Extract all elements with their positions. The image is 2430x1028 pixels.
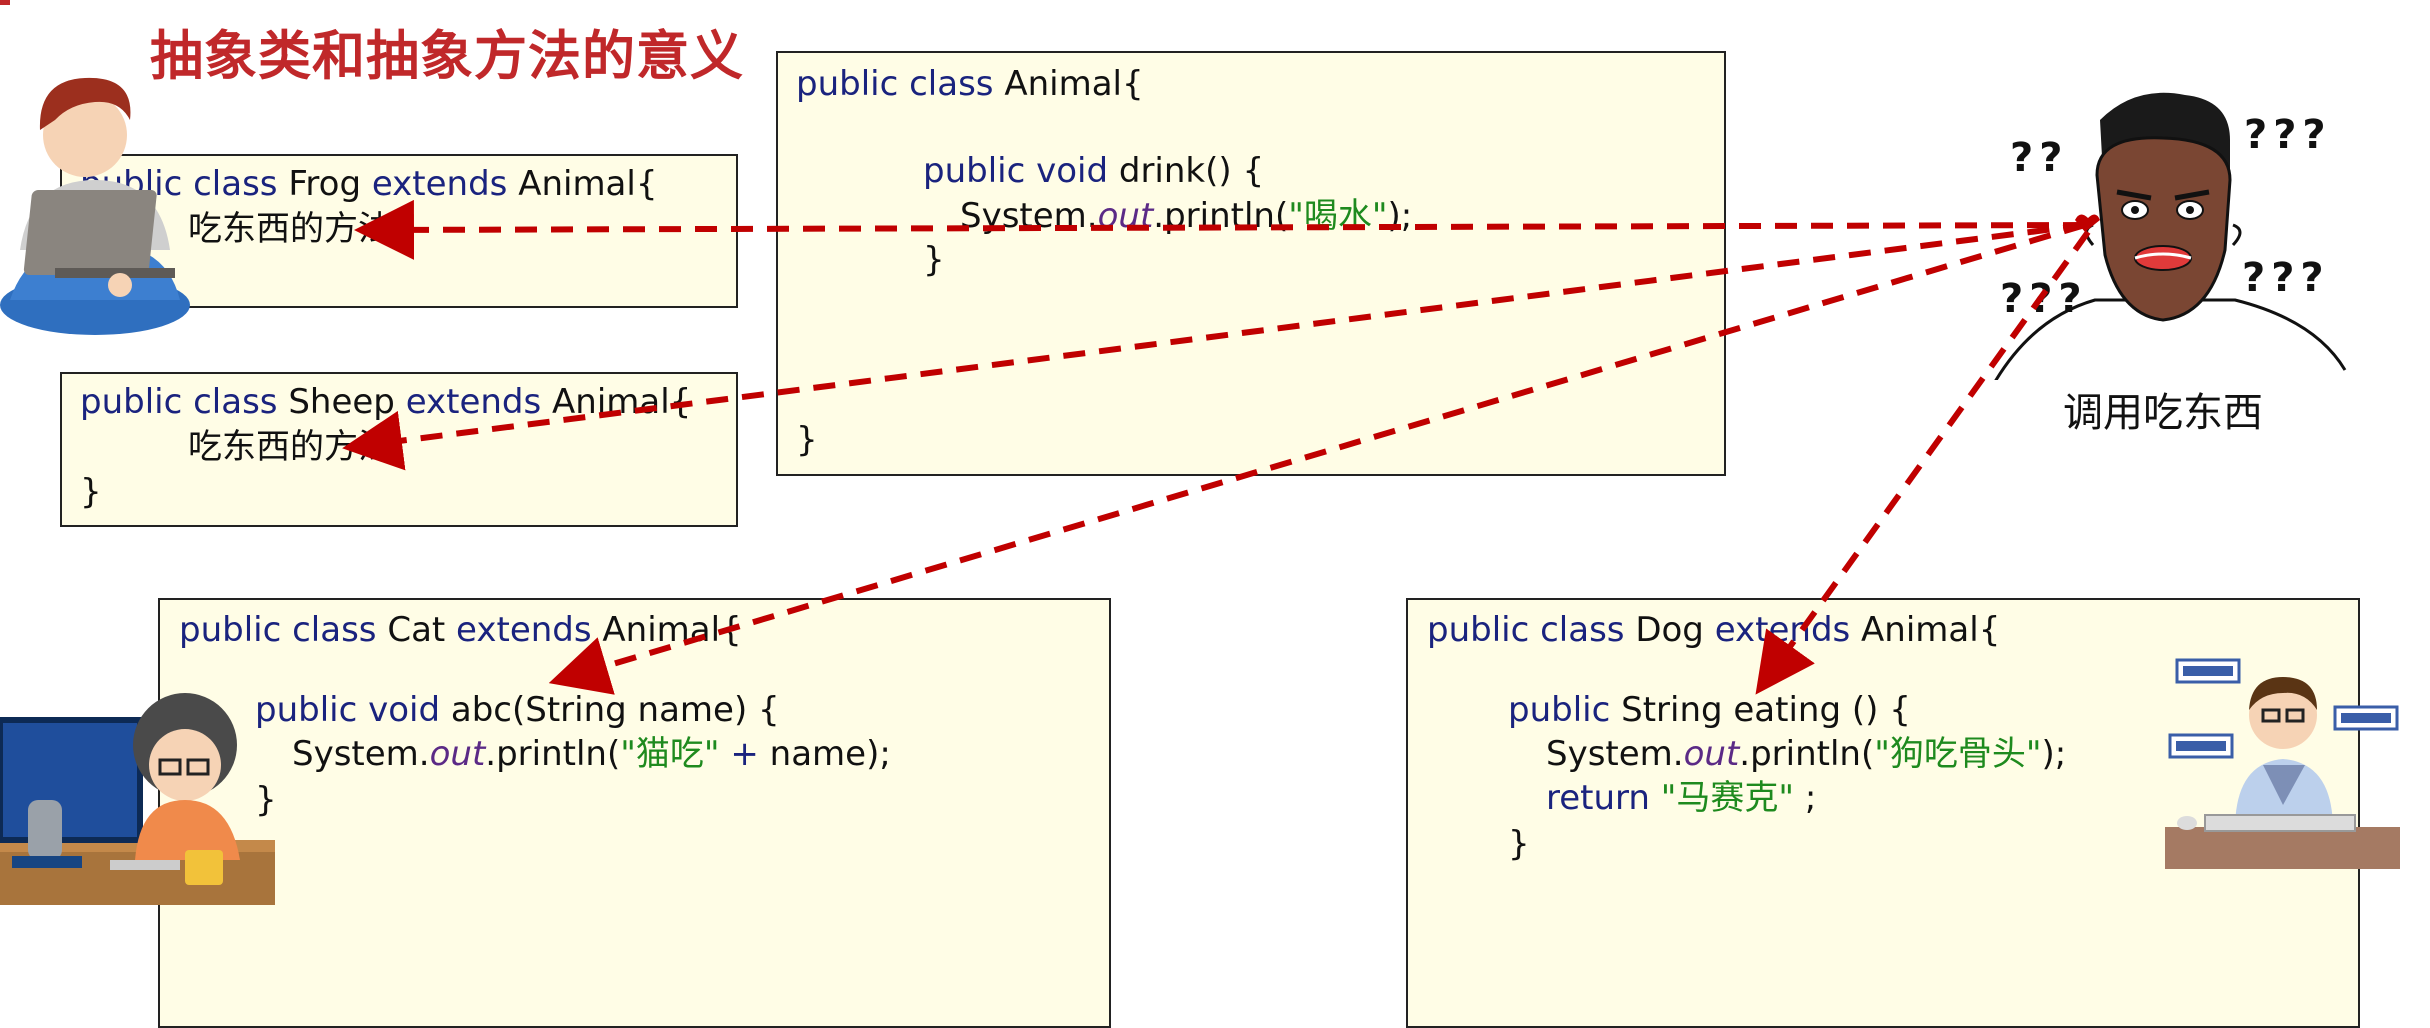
cat-class-box (158, 598, 1111, 1028)
method-signature: abc(String name) { (450, 690, 780, 730)
animal-line-5: } (796, 418, 818, 462)
closing-brace: } (796, 420, 818, 460)
method-signature: String eating () { (1621, 690, 1911, 730)
parent-class-name: Animal{ (1861, 610, 2001, 650)
string-literal: "狗吃骨头" (1874, 734, 2042, 774)
confused-man-icon (1994, 92, 2347, 380)
string-literal: "马赛克" (1660, 778, 1795, 818)
class-name: Dog (1635, 610, 1715, 650)
keyword: return (1546, 778, 1661, 818)
code-text: name); (769, 734, 891, 774)
class-name: Frog (288, 164, 372, 204)
call-arrows (342, 199, 2100, 695)
field-text: out (1683, 734, 1740, 774)
field-text: out (429, 734, 486, 774)
closing-brace: } (255, 780, 277, 820)
keyword: public class (179, 610, 388, 650)
corner-mark (0, 0, 10, 5)
parent-class-name: Animal{ (552, 382, 692, 422)
code-text: ); (2041, 734, 2067, 774)
string-literal: "猫吃" (620, 734, 720, 774)
boy-with-laptop-icon (0, 77, 190, 335)
code-text: System. (1546, 734, 1684, 774)
arrow-to-frog (354, 199, 2086, 260)
programmer-at-desk-icon (0, 693, 275, 905)
class-name: Animal{ (1004, 64, 1144, 104)
closing-brace: } (1508, 824, 1530, 864)
dog-line-5: } (1508, 822, 1530, 866)
page-title: 抽象类和抽象方法的意义 (150, 26, 744, 87)
keyword: public void (923, 151, 1119, 191)
animal-class-box (776, 51, 1726, 476)
arrow-to-sheep (342, 222, 2086, 471)
animal-line-4: } (923, 238, 945, 282)
cat-line-4: } (255, 778, 277, 822)
arrow-to-dog (1755, 230, 2091, 695)
cat-line-2: public void abc(String name) { (255, 688, 780, 732)
code-text: .println( (485, 734, 621, 774)
question-marks: ?? (2010, 135, 2069, 181)
dog-line-2: public String eating () { (1508, 688, 1911, 732)
keyword: public void (255, 690, 451, 730)
question-marks: ??? (2244, 112, 2332, 158)
code-text: ; (1794, 778, 1817, 818)
code-text: System. (292, 734, 430, 774)
sheep-line-3: } (80, 470, 102, 514)
arrow-to-cat (548, 222, 2086, 695)
keyword: extends (371, 164, 519, 204)
keyword: public class (1427, 610, 1636, 650)
arrow-origin-heart (2075, 214, 2100, 232)
keyword: public class (80, 382, 289, 422)
cat-line-3: System.out.println("猫吃" + name); (292, 732, 891, 776)
method-signature: drink() { (1118, 151, 1265, 191)
caller-caption: 调用吃东西 (2063, 390, 2263, 436)
animal-line-2: public void drink() { (923, 149, 1264, 193)
code-text: .println( (1739, 734, 1875, 774)
keyword: public (1508, 690, 1622, 730)
dog-line-4: return "马赛克" ; (1546, 776, 1816, 820)
animal-line-1: public class Animal{ (796, 62, 1144, 106)
operator: + (719, 734, 770, 774)
closing-brace: } (80, 472, 102, 512)
keyword: extends (405, 382, 553, 422)
question-marks: ??? (2242, 255, 2330, 301)
sheep-line-1: public class Sheep extends Animal{ (80, 380, 691, 424)
dog-line-3: System.out.println("狗吃骨头"); (1546, 732, 2066, 776)
closing-brace: } (923, 240, 945, 280)
man-at-keyboard-icon (2165, 658, 2400, 869)
class-name: Cat (387, 610, 457, 650)
parent-class-name: Animal{ (518, 164, 658, 204)
string-literal: "喝水" (1288, 196, 1388, 236)
keyword: public class (796, 64, 1005, 104)
